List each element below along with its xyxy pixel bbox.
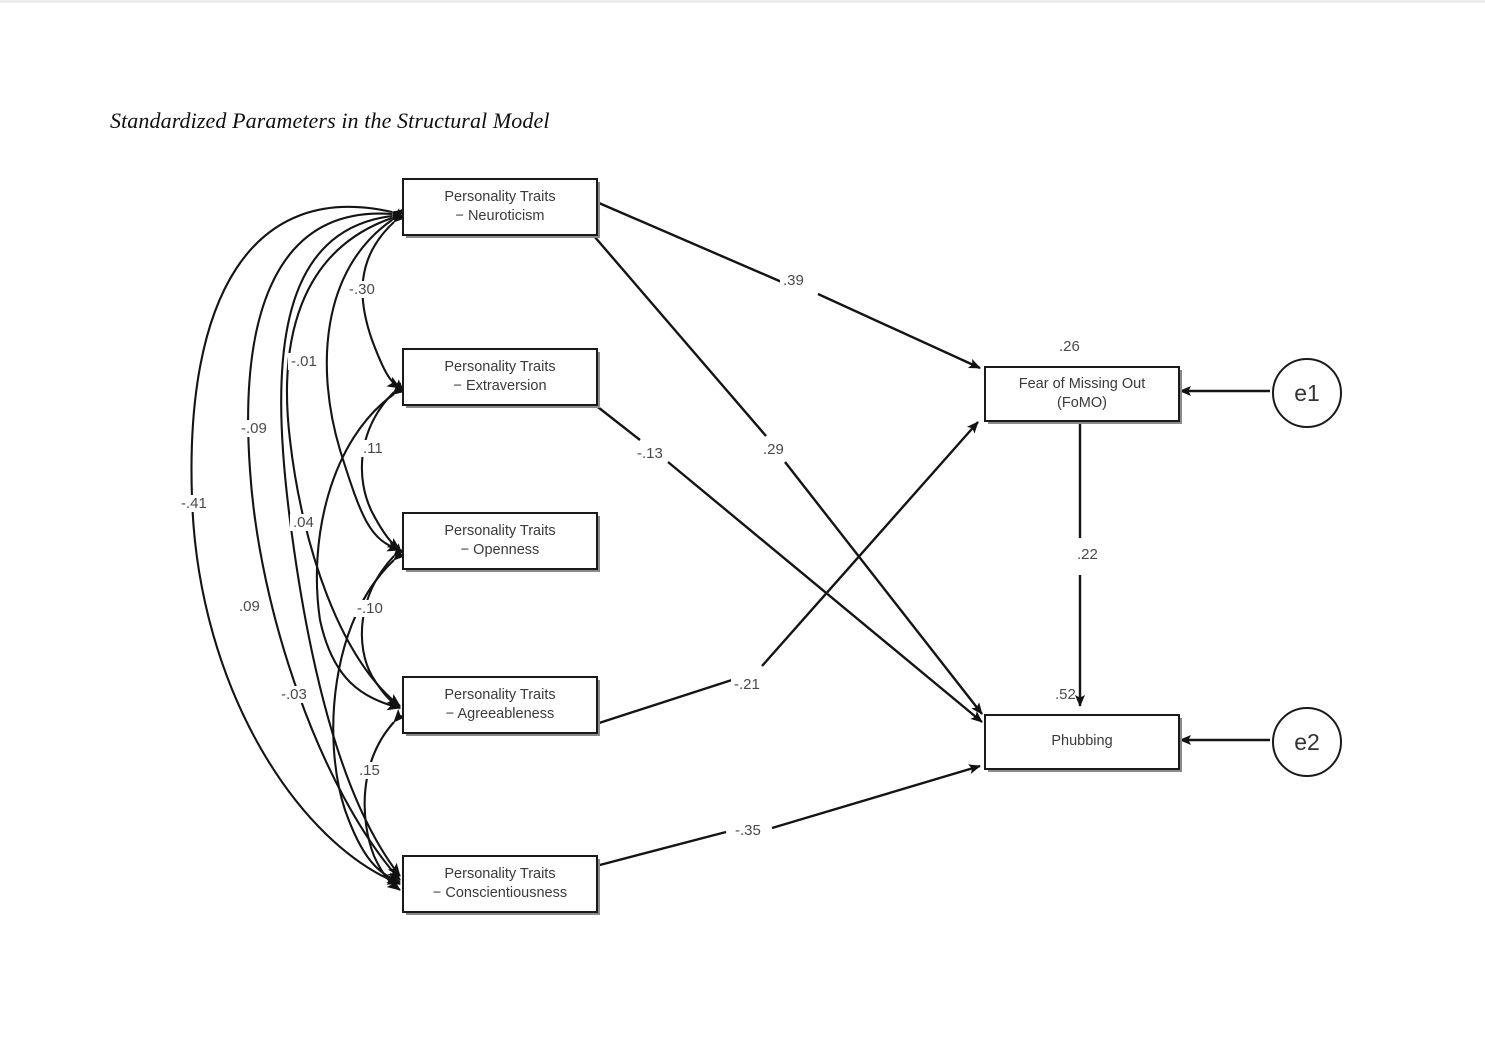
path-agr-fomo-seg1 bbox=[595, 676, 739, 726]
residual-paths bbox=[1179, 386, 1270, 745]
node-label-line2: (FoMO) bbox=[1057, 395, 1107, 411]
cov-label-opn-con: -.03 bbox=[278, 686, 310, 703]
residual-e1[interactable]: e1 bbox=[1272, 358, 1342, 428]
r2-label-fomo: .26 bbox=[1059, 338, 1080, 355]
cov-label-neu-con: -.41 bbox=[178, 495, 210, 512]
node-phubbing[interactable]: Phubbing bbox=[984, 714, 1180, 770]
node-personality-openness[interactable]: Personality Traits − Openness bbox=[402, 512, 598, 570]
path-con-phub-seg2 bbox=[771, 764, 981, 830]
cov-curve-ext-agr bbox=[315, 382, 408, 711]
node-label-line1: Personality Traits bbox=[444, 865, 556, 882]
path-agr-fomo-seg2 bbox=[761, 421, 979, 667]
cov-label-agr-con: .15 bbox=[356, 762, 383, 779]
node-personality-neuroticism[interactable]: Personality Traits − Neuroticism bbox=[402, 178, 598, 236]
residual-e2-label: e2 bbox=[1294, 728, 1320, 755]
cov-curve-neu-ext bbox=[361, 209, 407, 389]
path-neu-fomo-seg2 bbox=[817, 292, 981, 370]
cov-curve-neu-opn bbox=[325, 208, 406, 552]
node-label-line1: Personality Traits bbox=[444, 522, 556, 539]
cov-label-neu-opn: -.01 bbox=[288, 353, 320, 370]
covariance-curves bbox=[190, 205, 408, 891]
node-label-line1: Personality Traits bbox=[444, 188, 556, 205]
figure-title: Standardized Parameters in the Structura… bbox=[110, 108, 550, 133]
cov-curve-neu-con bbox=[190, 205, 406, 885]
node-label-line1: Personality Traits bbox=[444, 686, 556, 703]
node-label-line2: − Extraversion bbox=[453, 378, 547, 394]
node-label-line1: Personality Traits bbox=[444, 358, 556, 375]
page-top-rule bbox=[0, 0, 1485, 3]
node-fear-of-missing-out[interactable]: Fear of Missing Out (FoMO) bbox=[984, 366, 1180, 422]
node-label-line1: Fear of Missing Out bbox=[1018, 375, 1146, 392]
cov-curve-neu-agr-outer bbox=[247, 209, 405, 881]
cov-label-neu-agr: -.09 bbox=[238, 420, 270, 437]
node-personality-agreeableness[interactable]: Personality Traits − Agreeableness bbox=[402, 676, 598, 734]
node-label-line2: − Agreeableness bbox=[445, 706, 555, 722]
path-ext-phub-seg2 bbox=[667, 461, 983, 723]
path-label-con-phub: -.35 bbox=[732, 822, 764, 839]
path-neu-phub-seg2 bbox=[784, 461, 983, 715]
cov-label-ext-agr: .04 bbox=[290, 514, 317, 531]
path-label-ext-phub: -.13 bbox=[634, 445, 666, 462]
path-label-fomo-phub: .22 bbox=[1074, 546, 1101, 563]
cov-label-ext-opn: .11 bbox=[360, 440, 386, 457]
residual-e1-label: e1 bbox=[1294, 379, 1320, 406]
cov-curve-ext-con bbox=[280, 208, 406, 877]
node-personality-extraversion[interactable]: Personality Traits − Extraversion bbox=[402, 348, 598, 406]
cov-curve-opn-agr bbox=[360, 543, 407, 709]
cov-label-neu-ext: -.30 bbox=[346, 281, 378, 298]
r2-label-phubbing: .52 bbox=[1055, 686, 1076, 703]
structural-paths bbox=[591, 198, 1085, 868]
cov-curve-agr-con bbox=[363, 708, 407, 891]
cov-label-ext-con: .09 bbox=[236, 598, 263, 615]
path-ext-phub-seg1 bbox=[593, 403, 641, 441]
cov-curve-neu-agr bbox=[285, 208, 406, 707]
cov-label-opn-agr: -.10 bbox=[354, 600, 386, 617]
node-label-line2: − Neuroticism bbox=[455, 208, 545, 224]
residual-e2[interactable]: e2 bbox=[1272, 707, 1342, 777]
node-label-line2: − Conscientiousness bbox=[432, 885, 568, 901]
path-neu-fomo-seg1 bbox=[591, 198, 785, 285]
path-neu-phub-seg1 bbox=[593, 235, 767, 437]
path-label-neu-fomo: .39 bbox=[780, 272, 807, 289]
node-personality-conscientiousness[interactable]: Personality Traits − Conscientiousness bbox=[402, 855, 598, 913]
path-label-agr-fomo: -.21 bbox=[731, 676, 763, 693]
cov-curve-ext-opn bbox=[360, 379, 407, 551]
node-label-line2: − Openness bbox=[460, 542, 540, 558]
node-label-line1: Phubbing bbox=[1051, 733, 1113, 750]
path-con-phub-seg1 bbox=[595, 830, 727, 868]
path-label-neu-phub: .29 bbox=[760, 441, 787, 458]
